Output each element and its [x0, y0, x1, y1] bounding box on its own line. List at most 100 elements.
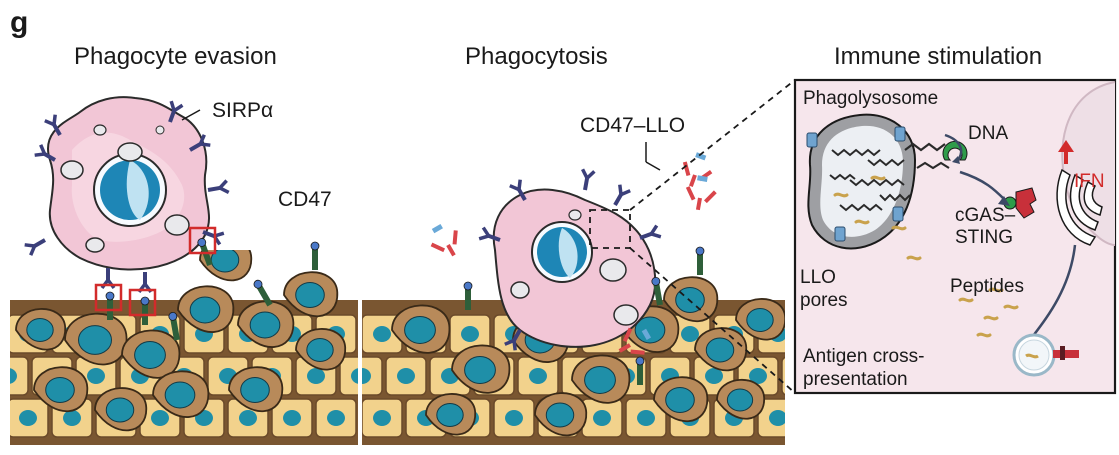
label-phagolysosome: Phagolysosome [803, 88, 939, 109]
label-llo: LLO [800, 267, 836, 288]
cd47-marker [695, 246, 705, 275]
sirpa-receptor [478, 226, 501, 242]
tumor-nucleus [705, 337, 735, 363]
epithelial-nucleus [681, 326, 699, 342]
sirpa-receptor [613, 184, 631, 206]
sirpa-receptor [34, 144, 56, 162]
epithelial-nucleus [239, 410, 257, 426]
tumor-nucleus [78, 325, 112, 355]
dna-strands [829, 148, 911, 212]
sirpa-receptor [504, 329, 522, 351]
heading-immune-stimulation: Immune stimulation [834, 43, 1043, 70]
cd47-marker [635, 356, 645, 385]
sirpa-receptor [189, 134, 211, 152]
cd47-marker [463, 281, 473, 310]
leader-lines [181, 109, 661, 171]
left-tissue [10, 250, 358, 445]
cd47-marker [310, 241, 320, 270]
dna-strand [849, 178, 905, 187]
antibodies [430, 152, 717, 355]
tumor-nucleus [240, 377, 270, 403]
tumor-nucleus [249, 311, 281, 339]
tumor-nucleus [584, 366, 616, 394]
tumor-nucleus [295, 282, 325, 308]
peptide [870, 175, 886, 181]
cd47-marker [140, 296, 150, 325]
dna-strand-outside-2 [916, 161, 950, 170]
heading-phagocytosis: Phagocytosis [465, 43, 608, 70]
dna-strand [831, 148, 881, 157]
inset-panel [793, 78, 1117, 395]
antibody [685, 175, 717, 211]
label-dna: DNA [968, 123, 1009, 144]
sirpa-receptor [24, 238, 46, 256]
sirpa-receptor [44, 114, 62, 136]
label-cd47-llo: CD47–LLO [580, 114, 686, 137]
tumor-nucleus [404, 316, 436, 344]
label-pores: pores [800, 290, 848, 311]
tumor-nucleus [665, 387, 695, 413]
highlight-boxes [94, 226, 217, 317]
sirpa-receptor [207, 179, 230, 194]
pathway-arrows [944, 133, 1077, 341]
peptide [891, 225, 907, 231]
peptide [958, 297, 974, 303]
epithelial-nucleus [769, 410, 785, 426]
label-sting: STING [955, 227, 1014, 248]
epithelial-nucleus [461, 326, 479, 342]
panel-letter: g [10, 6, 29, 39]
peptide [854, 219, 870, 225]
llo-pore [892, 206, 904, 222]
zoom-box [589, 79, 796, 394]
peptide [983, 315, 999, 321]
epithelial-cell [339, 356, 358, 396]
label-ifn: IFN [1074, 171, 1105, 192]
epithelial-cell [781, 356, 785, 396]
tumor-nucleus [134, 341, 166, 369]
antibody [618, 327, 652, 355]
tumor-nucleus [464, 356, 496, 384]
cd47-marker [651, 276, 663, 306]
tumor-nucleus [105, 397, 135, 423]
cd47-marker [105, 291, 115, 320]
epithelial-nucleus [637, 410, 655, 426]
epithelial-nucleus [397, 368, 415, 384]
sirpa-receptor [509, 179, 527, 201]
dna-strand-outside [904, 142, 946, 152]
tumor-nucleus [436, 402, 464, 428]
tumor-nucleus [164, 381, 196, 409]
antibody [682, 152, 713, 187]
antibody [430, 223, 458, 257]
cd47-marker [253, 279, 273, 307]
epithelial-nucleus [593, 410, 611, 426]
peptide [906, 255, 922, 261]
label-sirpa: SIRPα [212, 99, 274, 122]
tumor-cells-middle [391, 276, 785, 437]
sirpa-receptor [639, 224, 662, 240]
epithelial-nucleus [505, 410, 523, 426]
tumor-nucleus [26, 317, 54, 343]
epithelial-nucleus [705, 368, 723, 384]
up-arrow-icon [1058, 140, 1074, 164]
epithelial-nucleus [63, 410, 81, 426]
dna-strand [839, 203, 883, 212]
tumor-nucleus [545, 402, 575, 428]
antigen-vesicle [1012, 333, 1079, 377]
tumor-nucleus [45, 377, 75, 403]
epithelial-cell [10, 356, 29, 396]
tumor-nucleus [306, 337, 334, 363]
tumor-nucleus [746, 307, 774, 333]
dna-strand [879, 193, 911, 202]
dna-strand [829, 173, 856, 181]
tumor-nucleus [726, 388, 754, 412]
golgi [1056, 168, 1103, 246]
tumor-nucleus [634, 316, 666, 344]
epithelial-nucleus [151, 410, 169, 426]
cd47-marker [197, 238, 213, 267]
epithelial-nucleus [283, 410, 301, 426]
label-cd47: CD47 [278, 188, 332, 211]
label-peptides: Peptides [950, 276, 1024, 297]
llo-pore [894, 126, 906, 142]
epithelial-nucleus [373, 410, 391, 426]
epithelial-nucleus [19, 410, 37, 426]
